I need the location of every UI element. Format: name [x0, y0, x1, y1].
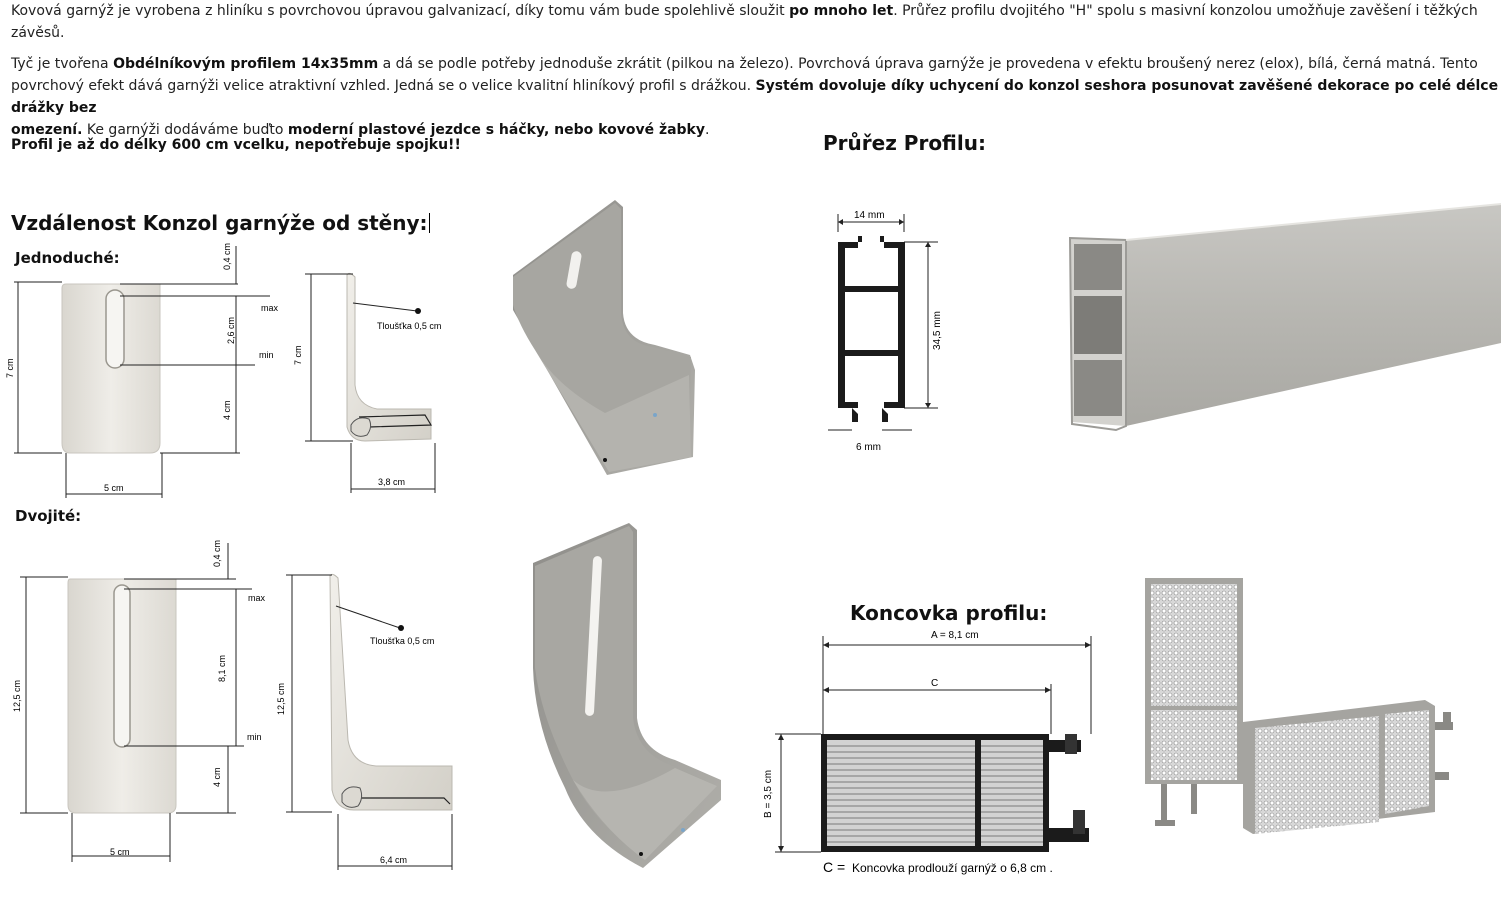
- heading-distance-text: Vzdálenost Konzol garnýže od stěny:: [11, 211, 428, 235]
- double-width-dim: 5 cm: [110, 847, 130, 857]
- profile-slot: 6 mm: [856, 442, 881, 453]
- endcap-c-label: C: [931, 678, 938, 689]
- intro-text: a dá se podle potřeby jednoduše zkrátit …: [378, 56, 1478, 72]
- intro-text: Tyč je tvořena: [11, 56, 114, 72]
- endcap-note-c: C =: [823, 859, 845, 875]
- single-min: min: [259, 350, 274, 360]
- intro-paragraph-2: Tyč je tvořena Obdélníkovým profilem 14x…: [11, 53, 1501, 141]
- intro-paragraph-1: Kovová garnýž je vyrobena z hliníku s po…: [11, 0, 1478, 44]
- intro-bold: Systém dovoluje díky uchycení do konzol …: [11, 78, 1499, 116]
- intro-text: závěsů.: [11, 25, 65, 41]
- heading-endcap: Koncovka profilu:: [850, 601, 1048, 625]
- double-min: min: [247, 732, 262, 742]
- intro-text: . Průřez profilu dvojitého "H" spolu s m…: [893, 3, 1478, 19]
- single-slot-dim: 2,6 cm: [226, 317, 236, 344]
- single-bracket-photo: [513, 200, 695, 475]
- text-cursor: [428, 213, 430, 233]
- single-top-gap: 0,4 cm: [222, 243, 232, 270]
- single-width-dim: 5 cm: [104, 483, 124, 493]
- intro-text: povrchový efekt dává garnýži velice atra…: [11, 78, 756, 94]
- double-top-gap: 0,4 cm: [212, 540, 222, 567]
- double-bracket-photo: [533, 523, 721, 868]
- single-depth: 3,8 cm: [378, 477, 405, 487]
- profile-cross-section: 14 mm 34,5 mm 6 mm: [828, 210, 943, 453]
- single-height-dim: 7 cm: [5, 358, 15, 378]
- endcap-diagram: A = 8,1 cm C B = 3,5 cm C = Koncovka pro…: [763, 630, 1092, 875]
- single-max: max: [261, 303, 279, 313]
- intro-text: Kovová garnýž je vyrobena z hliníku s po…: [11, 3, 790, 19]
- double-lower-dim: 4 cm: [212, 767, 222, 787]
- intro-text: Ke garnýži dodáváme buďto: [82, 122, 288, 138]
- double-height-dim: 12,5 cm: [12, 680, 22, 712]
- double-max: max: [248, 593, 266, 603]
- intro-bold: Obdélníkovým profilem 14x35mm: [113, 56, 379, 72]
- intro-bold: moderní plastové jezdce s háčky, nebo ko…: [287, 122, 705, 138]
- endcap-photo: [1145, 578, 1453, 834]
- profile-bar-photo: [1068, 203, 1501, 432]
- double-side-height: 12,5 cm: [276, 683, 286, 715]
- endcap-a-label: A = 8,1 cm: [931, 630, 979, 641]
- double-bracket-front-diagram: 0,4 cm max min 8,1 cm 4 cm 12,5 cm 5 cm: [12, 540, 266, 862]
- intro-text: .: [705, 122, 710, 138]
- heading-double: Dvojité:: [15, 507, 82, 525]
- heading-distance: Vzdálenost Konzol garnýže od stěny:: [11, 211, 430, 235]
- intro-bold: omezení.: [11, 122, 83, 138]
- double-bracket-side-diagram: Tloušťka 0,5 cm 12,5 cm 6,4 cm: [276, 573, 453, 870]
- profile-width: 14 mm: [854, 210, 885, 221]
- heading-profile: Průřez Profilu:: [823, 131, 986, 155]
- length-note: Profil je až do délky 600 cm vcelku, nep…: [11, 137, 461, 153]
- heading-single: Jednoduché:: [15, 249, 120, 267]
- intro-bold: po mnoho let: [789, 3, 894, 19]
- double-thickness: Tloušťka 0,5 cm: [370, 636, 434, 646]
- single-thickness: Tloušťka 0,5 cm: [377, 321, 441, 331]
- single-bracket-front-diagram: 0,4 cm max min 2,6 cm 4 cm 7 cm 5 cm: [5, 243, 279, 498]
- endcap-note: Koncovka prodlouží garnýž o 6,8 cm .: [852, 861, 1053, 875]
- double-slot-dim: 8,1 cm: [217, 655, 227, 682]
- double-depth: 6,4 cm: [380, 855, 407, 865]
- endcap-b-label: B = 3,5 cm: [763, 770, 774, 818]
- single-lower-dim: 4 cm: [222, 400, 232, 420]
- single-side-height: 7 cm: [293, 345, 303, 365]
- single-bracket-side-diagram: Tloušťka 0,5 cm 7 cm 3,8 cm: [293, 272, 441, 493]
- profile-height: 34,5 mm: [932, 311, 943, 350]
